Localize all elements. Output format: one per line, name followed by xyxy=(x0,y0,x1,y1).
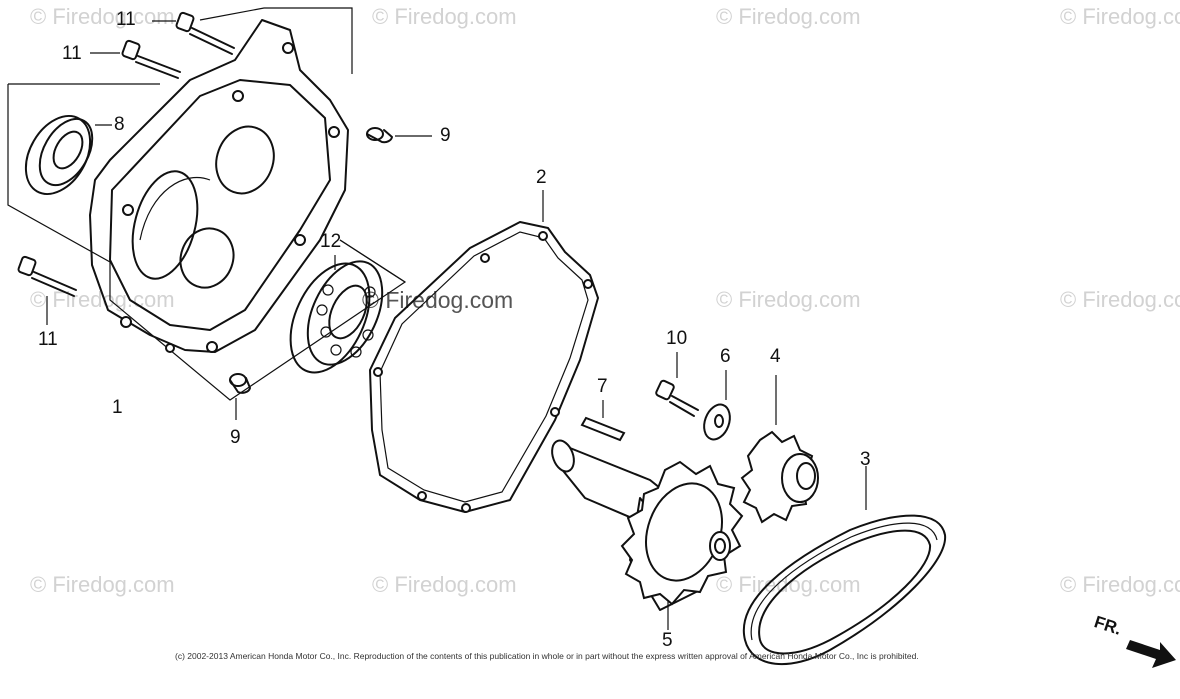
watermark-mid-4: © Firedog.com xyxy=(1060,287,1180,312)
callout-7: 7 xyxy=(597,376,608,397)
case-cover xyxy=(89,19,349,353)
watermark-bot-1: © Firedog.com xyxy=(30,572,175,597)
watermark-top-3: © Firedog.com xyxy=(716,4,861,29)
callout-11-middle: 11 xyxy=(62,43,82,64)
drive-chain xyxy=(742,466,947,666)
bolt-upper-2 xyxy=(90,39,181,79)
callout-9-lower: 9 xyxy=(230,427,241,448)
watermark-top-2: © Firedog.com xyxy=(372,4,517,29)
front-direction-arrow xyxy=(1126,640,1176,668)
callout-1: 1 xyxy=(112,397,123,418)
callout-5: 5 xyxy=(662,630,673,651)
callout-6: 6 xyxy=(720,346,731,367)
callout-11-top: 11 xyxy=(116,9,136,30)
dowel-pin-lower xyxy=(229,373,251,420)
bolt-upper-1 xyxy=(152,11,235,55)
watermark-top-4: © Firedog.com xyxy=(1060,4,1180,29)
washer xyxy=(703,370,731,441)
callout-8: 8 xyxy=(114,114,125,135)
oil-seal xyxy=(24,115,112,195)
watermark-center: © Firedog.com xyxy=(362,287,514,313)
assembly-boundary xyxy=(7,7,407,401)
sprocket-bolt xyxy=(655,352,699,417)
callout-3: 3 xyxy=(860,449,871,470)
copyright-notice: (c) 2002-2013 American Honda Motor Co., … xyxy=(175,651,919,661)
callout-4: 4 xyxy=(770,346,781,367)
watermark-top-1: © Firedog.com xyxy=(30,4,175,29)
watermark-mid-3: © Firedog.com xyxy=(716,287,861,312)
callout-2: 2 xyxy=(536,167,547,188)
dowel-pin-upper xyxy=(366,127,432,144)
watermark-bot-2: © Firedog.com xyxy=(372,572,517,597)
gasket xyxy=(369,190,599,513)
watermark-bot-4: © Firedog.com xyxy=(1060,572,1180,597)
woodruff-key xyxy=(580,400,626,442)
callout-12: 12 xyxy=(320,231,342,252)
bolt-lower xyxy=(17,255,77,325)
drive-shaft-sprocket xyxy=(551,439,744,630)
callout-10: 10 xyxy=(666,328,688,349)
ball-bearing xyxy=(289,255,384,374)
small-sprocket xyxy=(740,375,819,524)
callout-9-upper: 9 xyxy=(440,125,451,146)
callout-11-lower: 11 xyxy=(38,329,58,350)
